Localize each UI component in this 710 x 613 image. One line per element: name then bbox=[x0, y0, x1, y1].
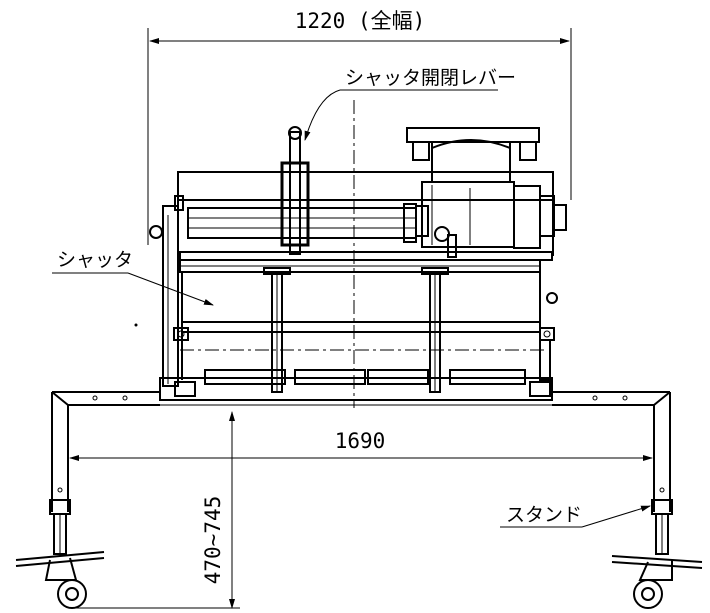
stand bbox=[15, 391, 703, 609]
overall-width-label: 1220 (全幅) bbox=[295, 9, 426, 33]
height-range-label: 470~745 bbox=[201, 496, 225, 585]
shutter-lever-callout: シャッタ開閉レバー bbox=[304, 67, 516, 141]
stand-width-label: 1690 bbox=[335, 429, 386, 453]
shutter-callout: シャッタ bbox=[52, 249, 214, 306]
stand-callout: スタンド bbox=[500, 504, 651, 528]
stand-width-dimension: 1690 bbox=[69, 429, 653, 461]
machine-body bbox=[149, 100, 567, 408]
overall-width-dimension: 1220 (全幅) bbox=[147, 9, 572, 245]
height-dimension: 470~745 bbox=[70, 411, 240, 609]
stand-label: スタンド bbox=[506, 504, 582, 526]
stray-dot bbox=[134, 323, 138, 327]
shutter-lever-label: シャッタ開閉レバー bbox=[345, 67, 516, 89]
shutter-label: シャッタ bbox=[57, 249, 133, 271]
